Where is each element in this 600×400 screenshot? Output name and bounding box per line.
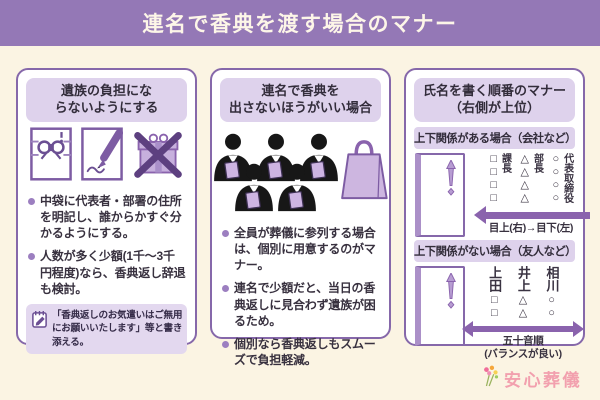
rank-group-daihyo: ○ ○ ○ ○ 代表取締役	[552, 152, 573, 205]
kouden-envelope-icon	[29, 127, 72, 186]
avoid-bullet-1: 全員が葬儀に参列する場合は、個別に用意するのがマナー。	[222, 225, 380, 274]
flower-bouquet-icon	[481, 364, 501, 393]
square-glyph: □	[491, 306, 498, 319]
vertical-writing-marker-icon	[446, 272, 456, 309]
mourners-group-icon	[212, 132, 338, 214]
no-hierarchy-subheader: 上下関係がない場合（友人など）	[414, 239, 576, 262]
avoid-bullet-3: 個別なら香典返しもスムーズで負担軽減。	[222, 336, 380, 368]
syllabary-caption-line1: 五十音順	[502, 334, 544, 347]
envelope-diagram-friends	[415, 265, 465, 346]
name-group-inoue: 井上 △ △	[515, 265, 531, 320]
rank-label-daihyo: 代表取締役	[561, 152, 573, 203]
return-gift-bag-icon	[339, 134, 389, 211]
burden-bullet-list: 中袋に代表者・部署の住所を明記し、誰からかすぐ分かるようにする。 人数が多く少額…	[18, 193, 195, 297]
envelope-pen-icon	[80, 127, 123, 186]
rank-group-kacho: □ □ □ □ 課長	[490, 152, 511, 205]
square-glyph: □	[491, 293, 498, 306]
no-hierarchy-section: 上田 □ □ 井上 △ △ 相川 ○ ○ 五十音順 (バランスが良い)	[406, 265, 584, 361]
panel-burden-header-line1: 遺族の負担にな	[60, 83, 152, 98]
syllabary-caption-line2: (バランスが良い)	[484, 347, 562, 360]
panel-order: 氏名を書く順番のマナー （右側が上位） 上下関係がある場合（会社など） □ □ …	[404, 68, 590, 360]
panel-order-header: 氏名を書く順番のマナー （右側が上位）	[414, 78, 575, 122]
panel-burden: 遺族の負担にな らないようにする	[16, 68, 197, 355]
panel-order-header-line1: 氏名を書く順番のマナー	[422, 83, 566, 98]
rank-direction-arrow	[474, 206, 590, 225]
circle-glyph: ○	[548, 293, 555, 306]
circle-shape-column: ○ ○ ○ ○	[552, 153, 559, 205]
burden-icon-row	[18, 127, 195, 187]
triangle-glyph: △	[518, 293, 528, 306]
panel-burden-header-line2: らないようにする	[54, 99, 159, 115]
rank-label-bucho: 部長	[531, 152, 543, 173]
triangle-glyph: △	[520, 191, 529, 204]
panel-order-header-line2: （右側が上位）	[448, 99, 540, 115]
avoid-bullet-list: 全員が葬儀に参列する場合は、個別に用意するのがマナー。 連名で少額だと、当日の香…	[212, 225, 389, 369]
triangle-shape-column: △ △ △ △	[521, 153, 529, 205]
avoid-bullet-2: 連名で少額だと、当日の香典返しに見合わず遺族が困るため。	[222, 280, 380, 329]
square-glyph: □	[490, 165, 498, 178]
square-shape-column: □ □ □ □	[490, 153, 497, 205]
circle-glyph: ○	[552, 191, 560, 204]
circle-glyph: ○	[552, 178, 560, 191]
rank-group-bucho: △ △ △ △ 部長	[521, 152, 543, 205]
circle-glyph: ○	[548, 306, 555, 319]
syllabary-order-arrow	[462, 320, 584, 337]
square-glyph: □	[490, 152, 498, 165]
triangle-glyph: △	[520, 152, 529, 165]
triangle-glyph: △	[520, 178, 529, 191]
vertical-writing-marker-icon	[446, 159, 456, 196]
name-label-aikawa: 相川	[544, 265, 560, 292]
memo-icon	[31, 309, 48, 333]
burden-bullet-2: 人数が多く少額(1千～3千円程度)なら、香典返し辞退も検討。	[28, 248, 186, 297]
burden-note-box: 「香典返しのお気遣いはご無用にお願いいたします」等と書き添える。	[26, 303, 187, 355]
envelope-diagram-hierarchy	[415, 152, 465, 237]
square-glyph: □	[490, 191, 498, 204]
circle-glyph: ○	[552, 152, 560, 165]
name-group-ueda: 上田 □ □	[487, 265, 503, 320]
hierarchy-section: □ □ □ □ 課長 △ △ △ △ 部長	[406, 152, 590, 237]
triangle-glyph: △	[520, 165, 529, 178]
hierarchy-subheader: 上下関係がある場合（会社など）	[414, 126, 576, 149]
hierarchy-rank-row: □ □ □ □ 課長 △ △ △ △ 部長	[490, 152, 573, 205]
syllabary-order-caption: 五十音順 (バランスが良い)	[484, 335, 562, 361]
square-glyph: □	[490, 178, 498, 191]
name-label-ueda: 上田	[487, 265, 503, 292]
circle-glyph: ○	[552, 165, 560, 178]
title-bar: 連名で香典を渡す場合のマナー	[0, 0, 600, 46]
friends-name-area: 上田 □ □ 井上 △ △ 相川 ○ ○ 五十音順 (バランスが良い)	[462, 265, 584, 361]
brand-logo: 安心葬儀	[481, 364, 582, 393]
panel-avoid-header-line1: 連名で香典を	[261, 83, 340, 98]
page-title: 連名で香典を渡す場合のマナー	[142, 13, 458, 36]
avoid-icon-row	[212, 127, 389, 219]
rank-label-kacho: 課長	[499, 152, 511, 173]
name-label-inoue: 井上	[515, 265, 531, 292]
hierarchy-rank-area: □ □ □ □ 課長 △ △ △ △ 部長	[472, 153, 590, 237]
no-gift-icon	[132, 129, 184, 184]
panel-burden-header: 遺族の負担にな らないようにする	[26, 78, 187, 122]
name-group-aikawa: 相川 ○ ○	[544, 265, 560, 320]
panel-avoid-header: 連名で香典を 出さないほうがいい場合	[220, 78, 381, 122]
rank-direction-caption: 目上(右)→目下(左)	[488, 221, 574, 234]
friends-names-row: 上田 □ □ 井上 △ △ 相川 ○ ○	[487, 265, 560, 320]
panel-avoid-header-line2: 出さないほうがいい場合	[228, 99, 372, 115]
brand-logo-text: 安心葬儀	[504, 371, 582, 390]
panel-avoid: 連名で香典を 出さないほうがいい場合 全員が葬儀に参列する場合は、個別に用意する…	[210, 68, 391, 367]
triangle-glyph: △	[518, 306, 528, 319]
burden-note-text: 「香典返しのお気遣いはご無用にお願いいたします」等と書き添える。	[52, 309, 183, 348]
burden-bullet-1: 中袋に代表者・部署の住所を明記し、誰からかすぐ分かるようにする。	[28, 193, 186, 242]
